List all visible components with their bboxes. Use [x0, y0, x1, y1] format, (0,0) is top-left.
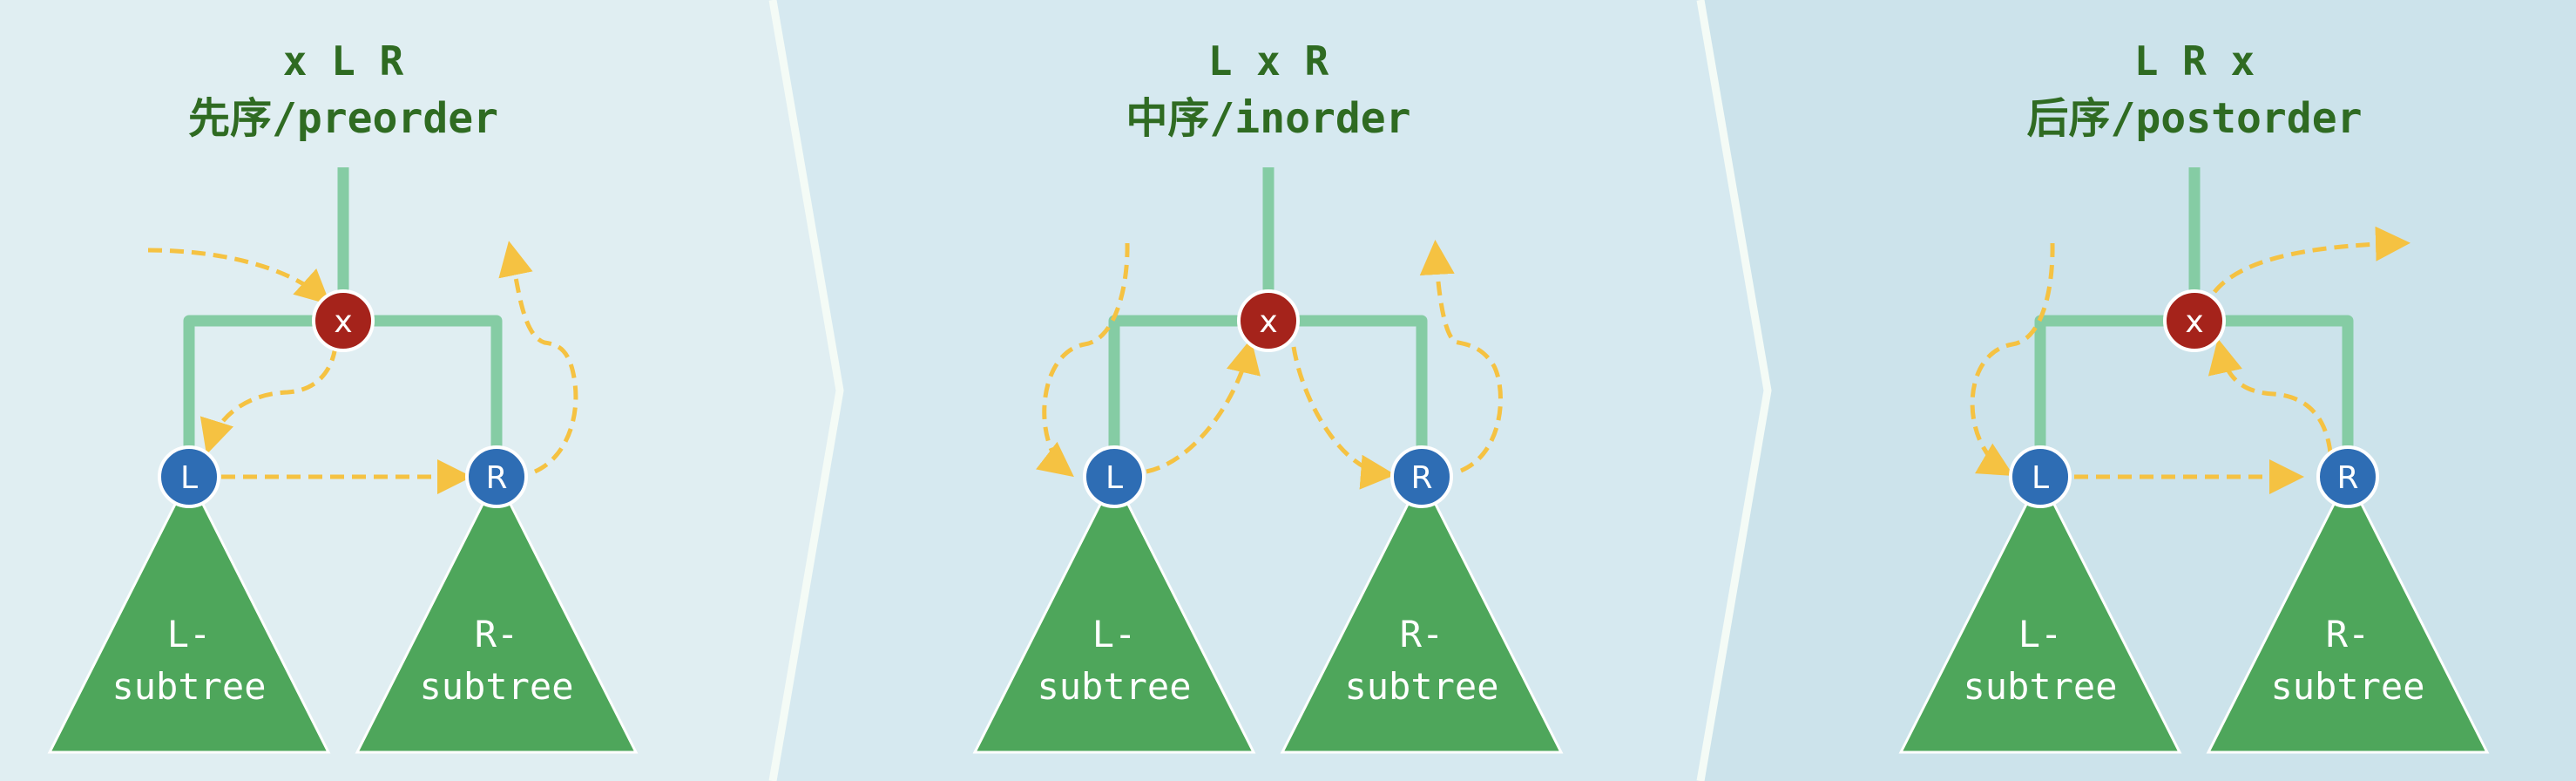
traversal-title: 后序/postorder — [2027, 94, 2363, 143]
subtree-label: R- — [1400, 613, 1444, 655]
traversal-arrow — [1036, 242, 1130, 478]
right-node: R — [1390, 445, 1453, 508]
node-label: L — [180, 460, 198, 496]
node-label: R — [485, 460, 507, 496]
subtree-label: L- — [2018, 613, 2063, 655]
chevron-separator — [1696, 0, 1772, 781]
right-subtree: R-subtree — [355, 473, 639, 754]
traversal-title: 中序/inorder — [1126, 94, 1410, 143]
node-label: R — [1410, 460, 1432, 496]
traversal-arrow — [1970, 242, 2055, 477]
subtree-label: subtree — [1344, 665, 1498, 708]
root-node: x — [312, 289, 375, 352]
root-node: x — [1237, 289, 1300, 352]
left-node: L — [1083, 445, 1146, 508]
traversal-sequence: x L R — [283, 37, 404, 85]
left-subtree: L-subtree — [972, 473, 1256, 754]
subtree-label: L- — [1092, 613, 1137, 655]
subtree-label: subtree — [112, 665, 266, 708]
node-label: x — [1259, 304, 1277, 340]
right-subtree: R-subtree — [2206, 473, 2490, 754]
node-label: x — [334, 304, 352, 340]
subtree-label: R- — [2326, 613, 2370, 655]
right-node: R — [465, 445, 528, 508]
node-label: x — [2185, 304, 2203, 340]
traversal-arrow — [2208, 338, 2333, 453]
node-label: L — [2032, 460, 2049, 496]
traversal-sequence: L R x — [2134, 37, 2255, 85]
traversal-arrow — [1419, 240, 1503, 473]
right-node: R — [2316, 445, 2379, 508]
left-node: L — [2009, 445, 2072, 508]
traversal-arrow — [1291, 346, 1396, 490]
root-node: x — [2163, 289, 2226, 352]
chevron-separator — [768, 0, 844, 781]
left-subtree: L-subtree — [47, 473, 331, 754]
traversal-sequence: L x R — [1208, 37, 1329, 85]
subtree-label: subtree — [2270, 665, 2424, 708]
left-node: L — [158, 445, 220, 508]
node-label: L — [1105, 460, 1123, 496]
subtree-label: subtree — [1037, 665, 1191, 708]
traversal-arrow — [498, 241, 578, 474]
traversal-arrow — [2213, 226, 2410, 294]
traversal-arrow — [147, 248, 331, 305]
subtree-label: subtree — [1963, 665, 2117, 708]
subtree-label: R- — [475, 613, 519, 655]
subtree-label: subtree — [419, 665, 573, 708]
subtree-label: L- — [167, 613, 212, 655]
left-subtree: L-subtree — [1898, 473, 2182, 754]
traversal-title: 先序/preorder — [188, 94, 498, 143]
traversal-arrow — [199, 346, 338, 455]
right-subtree: R-subtree — [1280, 473, 1564, 754]
node-label: R — [2336, 460, 2358, 496]
